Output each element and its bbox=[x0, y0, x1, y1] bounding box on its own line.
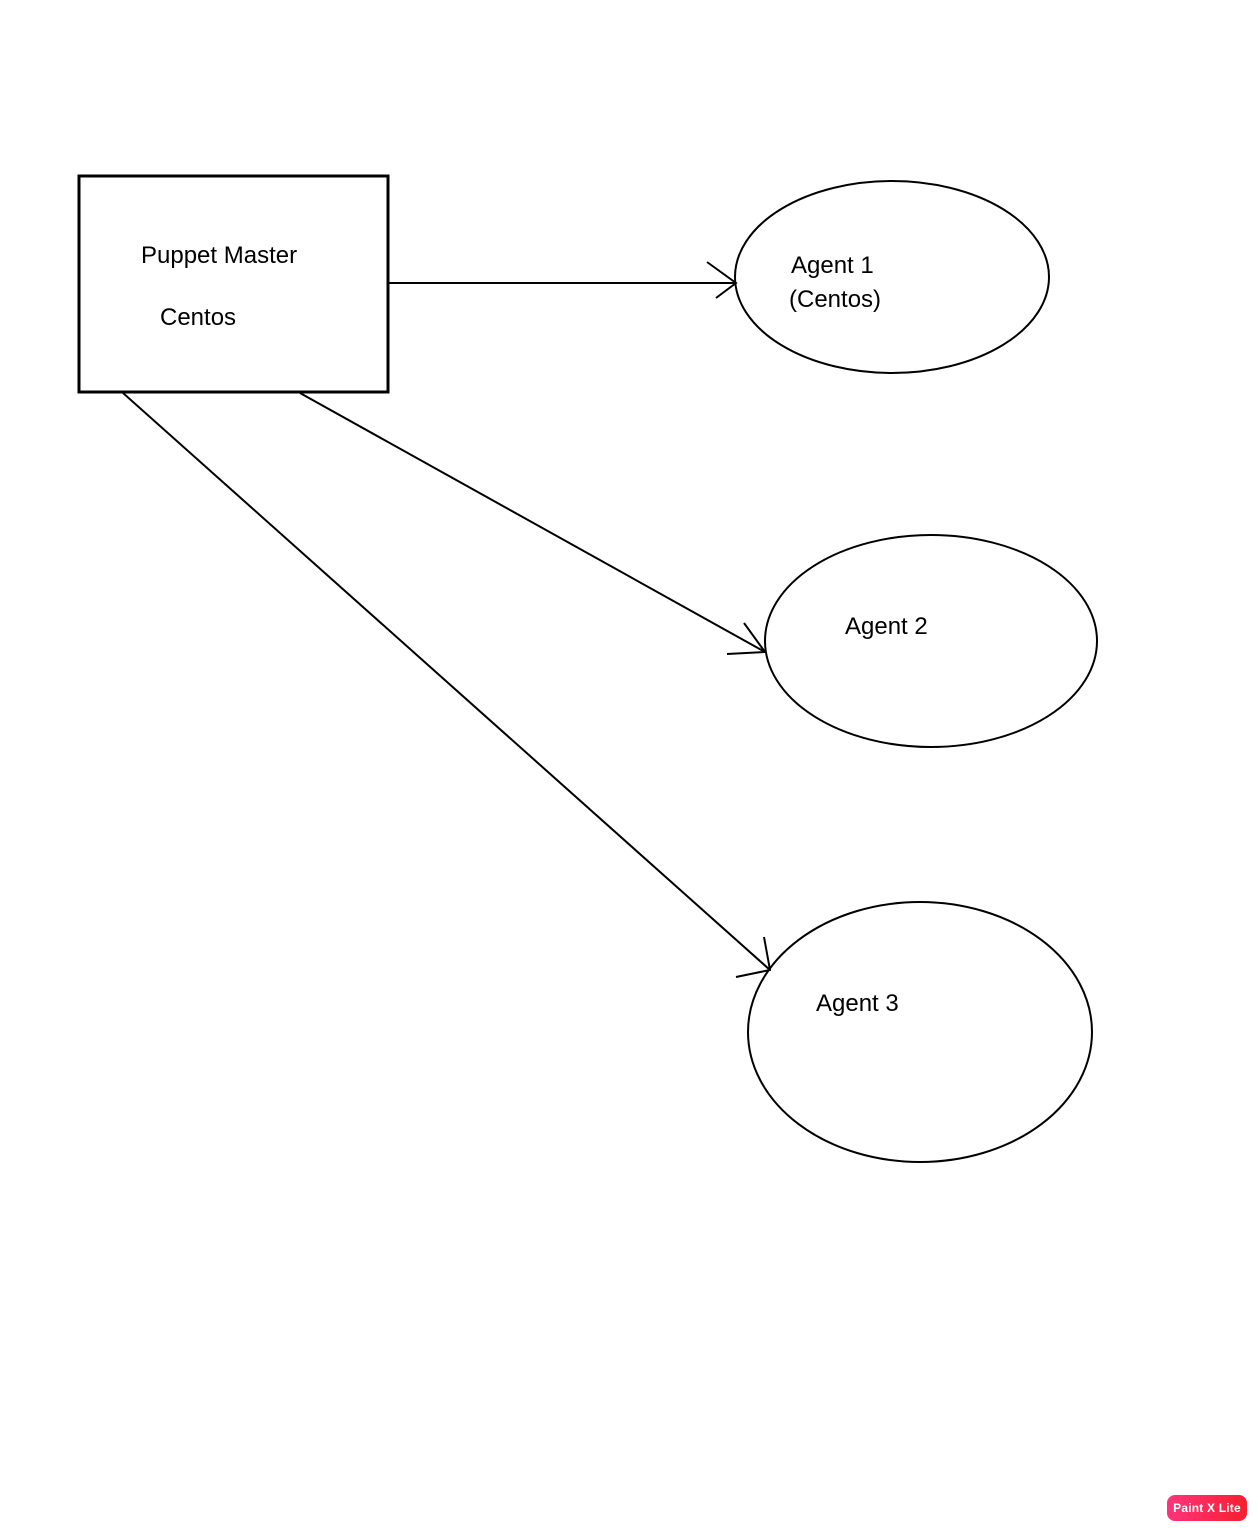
agent-3-label: Agent 3 bbox=[816, 990, 899, 1017]
arrow-to-agent-3-head-icon bbox=[735, 936, 772, 978]
agent-1-label-line1: Agent 1 bbox=[791, 252, 874, 279]
puppet-master-label-line2: Centos bbox=[160, 304, 237, 331]
puppet-master-node-shape bbox=[77, 174, 390, 394]
arrow-to-agent-3-line bbox=[122, 392, 771, 971]
arrow-to-agent-2-line bbox=[299, 392, 766, 653]
arrow-to-agent-2-head-icon bbox=[726, 622, 767, 655]
paint-x-lite-watermark-label: Paint X Lite bbox=[1173, 1501, 1241, 1515]
agent-2-node-shape bbox=[764, 534, 1098, 748]
agent-3-node-shape bbox=[747, 901, 1093, 1163]
agent-2-label: Agent 2 bbox=[845, 613, 928, 640]
paint-x-lite-watermark-badge: Paint X Lite bbox=[1167, 1495, 1247, 1521]
agent-1-node-shape bbox=[734, 180, 1050, 374]
arrow-to-agent-1-head-icon bbox=[706, 261, 738, 299]
puppet-master-label-line1: Puppet Master bbox=[141, 242, 298, 269]
agent-1-label-line2: (Centos) bbox=[789, 286, 882, 313]
